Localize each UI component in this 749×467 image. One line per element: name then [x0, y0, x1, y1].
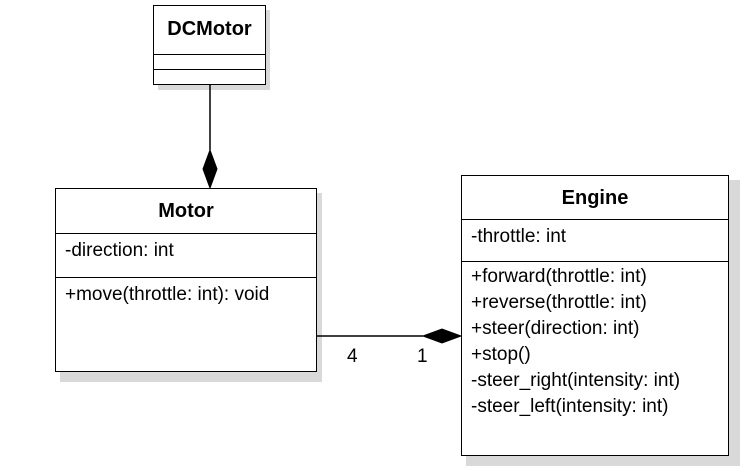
class-motor-methods: +move(throttle: int): void — [56, 278, 316, 308]
class-dcmotor-methods — [154, 70, 265, 84]
class-motor-attributes: -direction: int — [56, 234, 316, 278]
multiplicity-engine: 1 — [417, 346, 428, 367]
class-dcmotor[interactable]: DCMotor — [153, 5, 266, 85]
method-item: +forward(throttle: int) — [471, 266, 647, 287]
composition-diamond-motor — [202, 148, 218, 190]
multiplicity-motor: 4 — [347, 346, 358, 367]
attribute-item: -throttle: int — [471, 226, 567, 247]
class-engine-methods: +forward(throttle: int) +reverse(throttl… — [462, 262, 728, 420]
method-item: +move(throttle: int): void — [65, 284, 270, 305]
method-item: +reverse(throttle: int) — [471, 292, 647, 313]
class-engine-attributes: -throttle: int — [462, 220, 728, 262]
method-item: -steer_right(intensity: int) — [471, 370, 681, 391]
class-dcmotor-name: DCMotor — [154, 6, 265, 55]
attribute-item: -direction: int — [65, 240, 174, 261]
class-motor[interactable]: Motor -direction: int +move(throttle: in… — [55, 188, 317, 372]
class-motor-name: Motor — [56, 189, 316, 234]
class-dcmotor-attributes — [154, 55, 265, 70]
class-engine[interactable]: Engine -throttle: int +forward(throttle:… — [461, 175, 729, 456]
method-item: -steer_left(intensity: int) — [471, 396, 669, 417]
composition-diamond-engine — [421, 328, 463, 344]
class-engine-name: Engine — [462, 176, 728, 220]
method-item: +stop() — [471, 344, 531, 365]
method-item: +steer(direction: int) — [471, 318, 640, 339]
